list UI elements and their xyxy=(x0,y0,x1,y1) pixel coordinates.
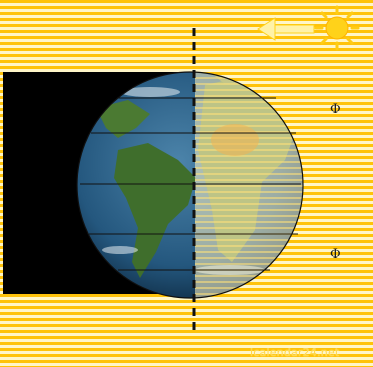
arrow-left-icon xyxy=(258,18,314,40)
earth-globe xyxy=(77,66,315,300)
phi-label-lower: Φ xyxy=(330,247,341,262)
phi-label-upper: Φ xyxy=(330,102,341,117)
sun-icon xyxy=(316,7,358,49)
watermark-credit: icalendar24.net xyxy=(250,346,339,359)
